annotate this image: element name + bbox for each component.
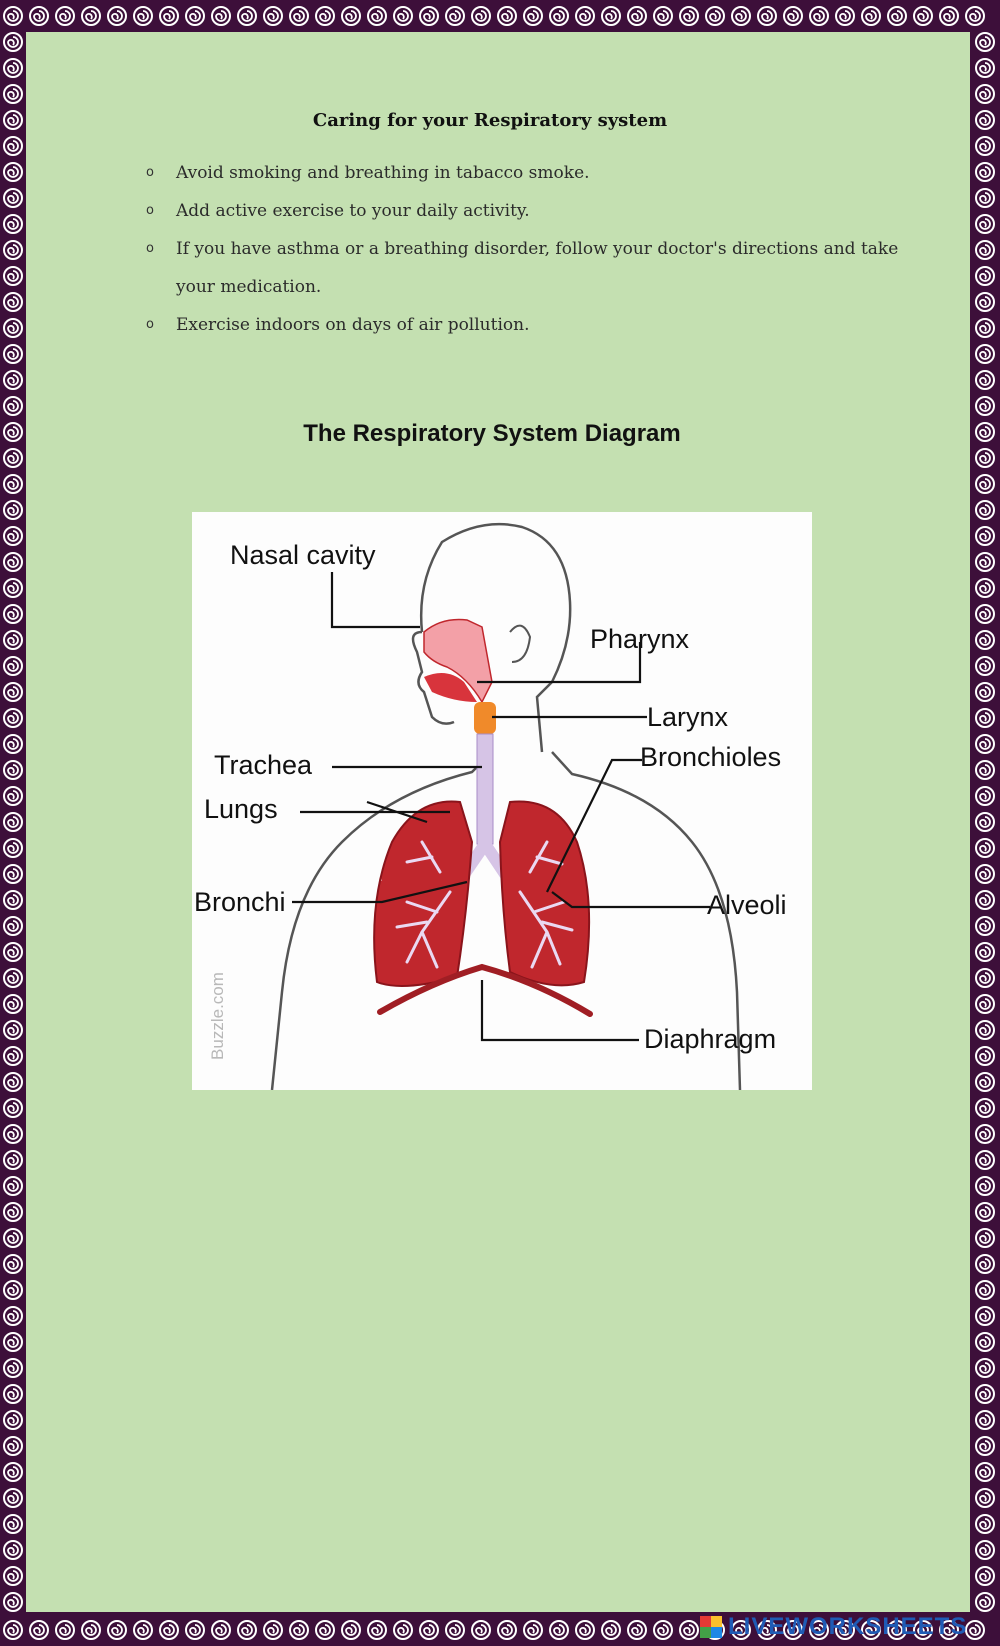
label-larynx: Larynx — [647, 702, 729, 732]
brand-text: LIVEWORKSHEETS — [728, 1613, 968, 1640]
pharynx-line — [477, 642, 642, 684]
label-trachea: Trachea — [214, 750, 313, 780]
respiratory-illustration — [270, 522, 742, 1090]
label-bronchioles: Bronchioles — [640, 742, 782, 772]
larynx-shape — [474, 702, 496, 734]
diagram-title: The Respiratory System Diagram — [303, 420, 681, 447]
diaphragm-shape — [377, 963, 593, 1017]
label-lungs: Lungs — [204, 794, 278, 824]
care-tip-text: If you have asthma or a breathing disord… — [176, 239, 899, 297]
care-tips-list: o Avoid smoking and breathing in tabacco… — [140, 154, 900, 344]
diaphragm-line — [480, 980, 639, 1042]
care-tip-item: o Avoid smoking and breathing in tabacco… — [140, 154, 900, 192]
brand-mark-icon — [700, 1616, 722, 1638]
nasal-cavity-line — [330, 572, 420, 629]
bullet-circle-icon: o — [146, 241, 154, 256]
torso-outline — [270, 751, 742, 1090]
right-lung — [498, 800, 591, 987]
label-alveoli: Alveoli — [707, 890, 787, 920]
care-section-title: Caring for your Respiratory system — [312, 110, 668, 131]
bronchi-line — [292, 880, 468, 904]
ear — [509, 624, 532, 663]
label-bronchi: Bronchi — [194, 887, 286, 917]
left-lung — [373, 800, 474, 987]
label-pharynx: Pharynx — [590, 624, 690, 654]
care-tip-text: Avoid smoking and breathing in tabacco s… — [176, 163, 590, 183]
watermark: Buzzle.com — [208, 972, 227, 1060]
bullet-circle-icon: o — [146, 165, 154, 180]
label-diaphragm: Diaphragm — [644, 1024, 777, 1054]
head-outline — [411, 522, 572, 753]
bullet-circle-icon: o — [146, 317, 154, 332]
bullet-circle-icon: o — [146, 203, 154, 218]
care-tip-item: o If you have asthma or a breathing diso… — [140, 230, 900, 306]
care-tip-text: Exercise indoors on days of air pollutio… — [176, 315, 530, 335]
liveworksheets-logo[interactable]: LIVEWORKSHEETS — [700, 1612, 967, 1642]
lungs-line — [300, 800, 450, 824]
care-tip-text: Add active exercise to your daily activi… — [176, 201, 530, 221]
care-tip-item: o Add active exercise to your daily acti… — [140, 192, 900, 230]
trachea-shape — [476, 733, 494, 845]
label-nasal-cavity: Nasal cavity — [230, 540, 376, 570]
alveoli-line — [551, 891, 710, 909]
bronchiole-tree — [395, 840, 574, 969]
bronchioles-line — [546, 758, 642, 893]
care-tip-item: o Exercise indoors on days of air pollut… — [140, 306, 900, 344]
nasal-tissue — [423, 618, 493, 704]
mouth-tissue — [424, 673, 477, 702]
respiratory-diagram: Nasal cavity Pharynx Larynx Bronchioles … — [192, 512, 812, 1090]
